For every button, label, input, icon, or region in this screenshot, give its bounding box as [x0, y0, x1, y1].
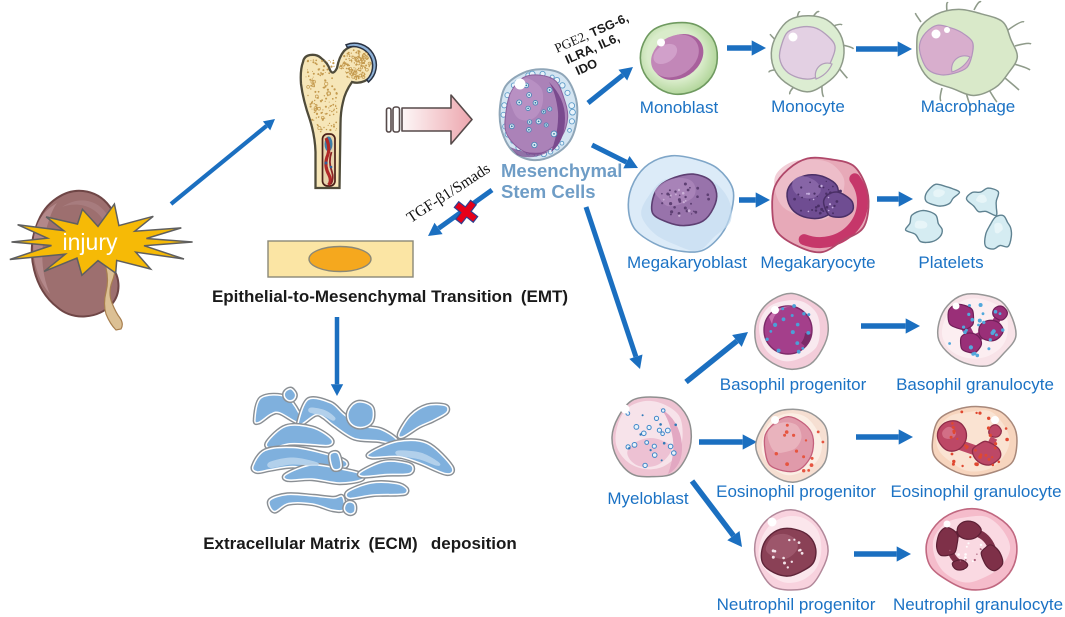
svg-text:Eosinophil progenitor: Eosinophil progenitor — [716, 482, 876, 501]
svg-text:Mesenchymal: Mesenchymal — [501, 160, 622, 181]
svg-text:Neutrophil progenitor: Neutrophil progenitor — [717, 595, 876, 614]
svg-text:Neutrophil granulocyte: Neutrophil granulocyte — [893, 595, 1063, 614]
svg-text:Platelets: Platelets — [918, 253, 983, 272]
svg-text:Eosinophil granulocyte: Eosinophil granulocyte — [890, 482, 1061, 501]
svg-text:Basophil granulocyte: Basophil granulocyte — [896, 375, 1054, 394]
svg-text:Myeloblast: Myeloblast — [607, 489, 689, 508]
svg-text:Megakaryocyte: Megakaryocyte — [760, 253, 875, 272]
svg-text:Epithelial-to-Mesenchymal Tran: Epithelial-to-Mesenchymal Transition (EM… — [212, 287, 568, 306]
svg-text:Monoblast: Monoblast — [640, 98, 719, 117]
svg-text:Stem Cells: Stem Cells — [501, 181, 596, 202]
svg-text:Extracellular Matrix (ECM) de: Extracellular Matrix (ECM) deposition — [203, 534, 517, 553]
svg-text:Monocyte: Monocyte — [771, 97, 845, 116]
svg-text:Basophil progenitor: Basophil progenitor — [720, 375, 867, 394]
svg-text:Macrophage: Macrophage — [921, 97, 1016, 116]
svg-text:Megakaryoblast: Megakaryoblast — [627, 253, 747, 272]
svg-text:injury: injury — [63, 229, 118, 255]
